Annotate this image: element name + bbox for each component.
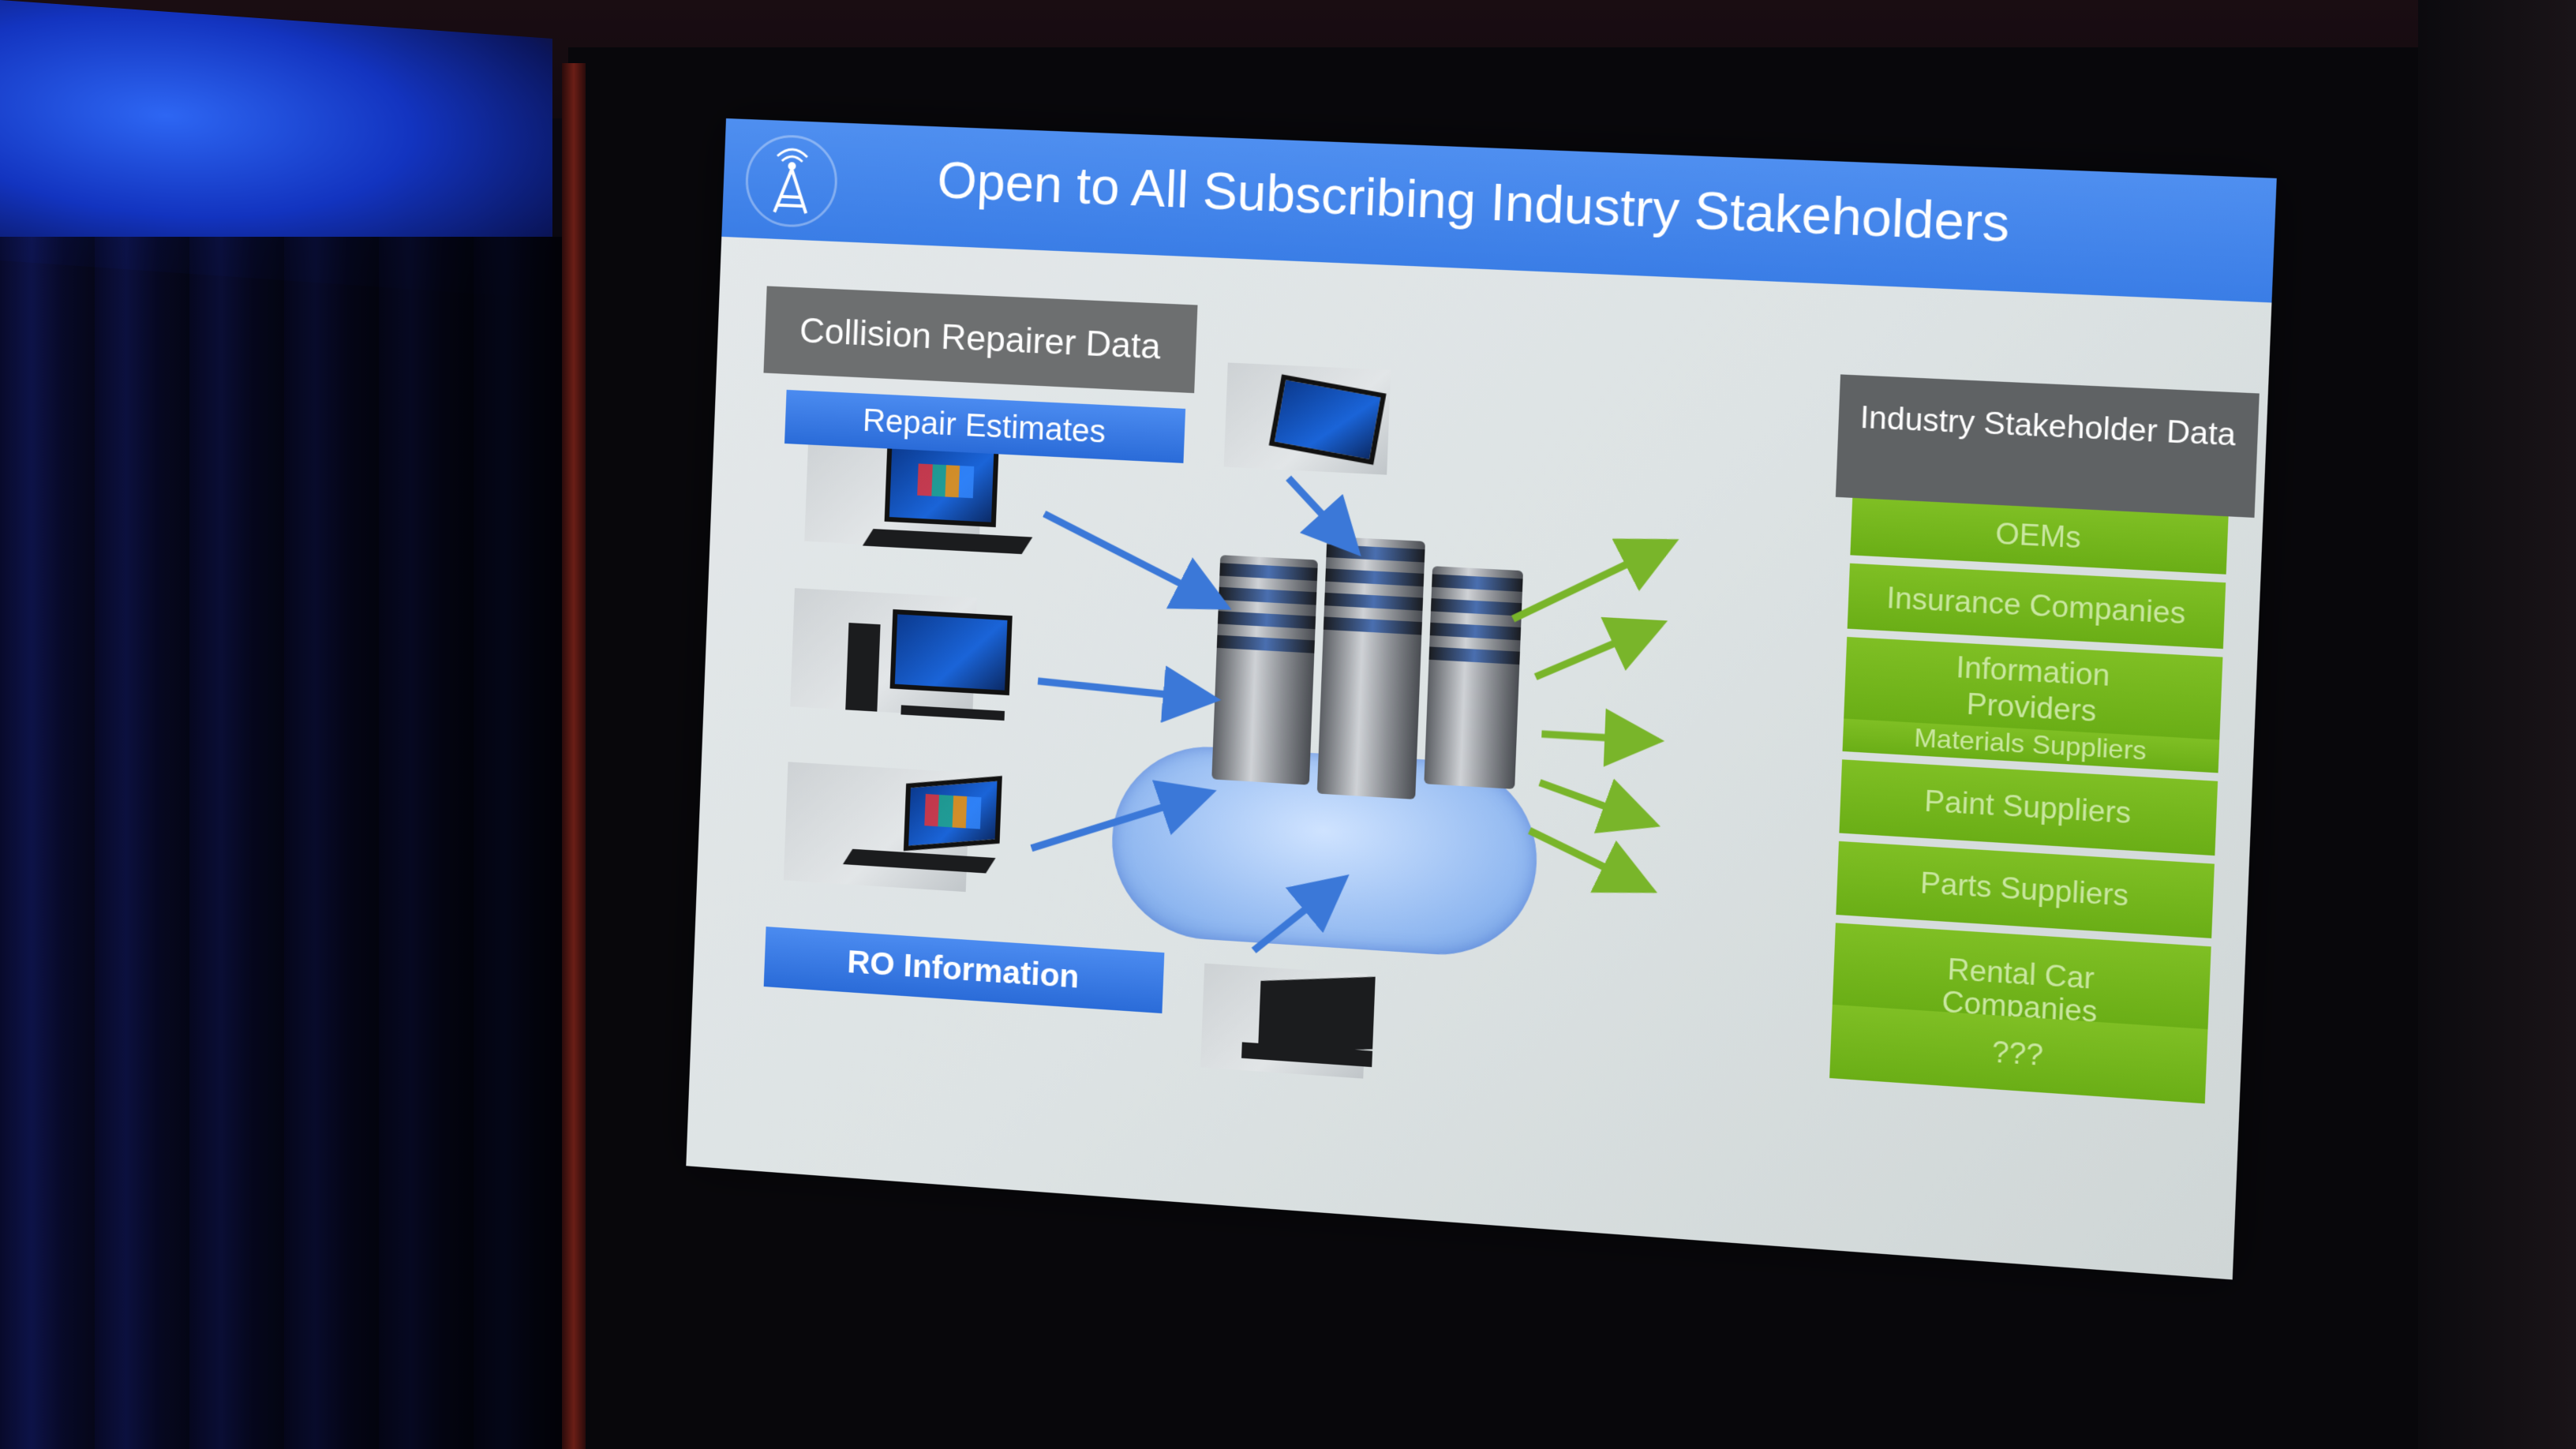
presentation-slide: Open to All Subscribing Industry Stakeho… [686, 118, 2276, 1279]
arrow-in-4 [1032, 784, 1203, 859]
arrow-out-4 [1538, 783, 1647, 822]
industry-stakeholder-data-label: Industry Stakeholder Data [1835, 374, 2260, 518]
arrow-out-1 [1513, 538, 1665, 627]
title-bar: Open to All Subscribing Industry Stakeho… [721, 118, 2277, 303]
right-wall [2418, 0, 2576, 1449]
arrow-in-2 [1286, 478, 1354, 546]
cell-tower-icon [743, 133, 839, 229]
arrow-out-2 [1536, 620, 1654, 683]
arrow-out-3 [1541, 734, 1649, 740]
arrow-in-3 [1038, 681, 1208, 698]
arrow-in-1 [1041, 514, 1221, 603]
arrow-out-5 [1528, 830, 1646, 886]
stage-pole [562, 63, 586, 1449]
curtain-shade [0, 237, 600, 1449]
arrow-in-5 [1254, 878, 1339, 956]
